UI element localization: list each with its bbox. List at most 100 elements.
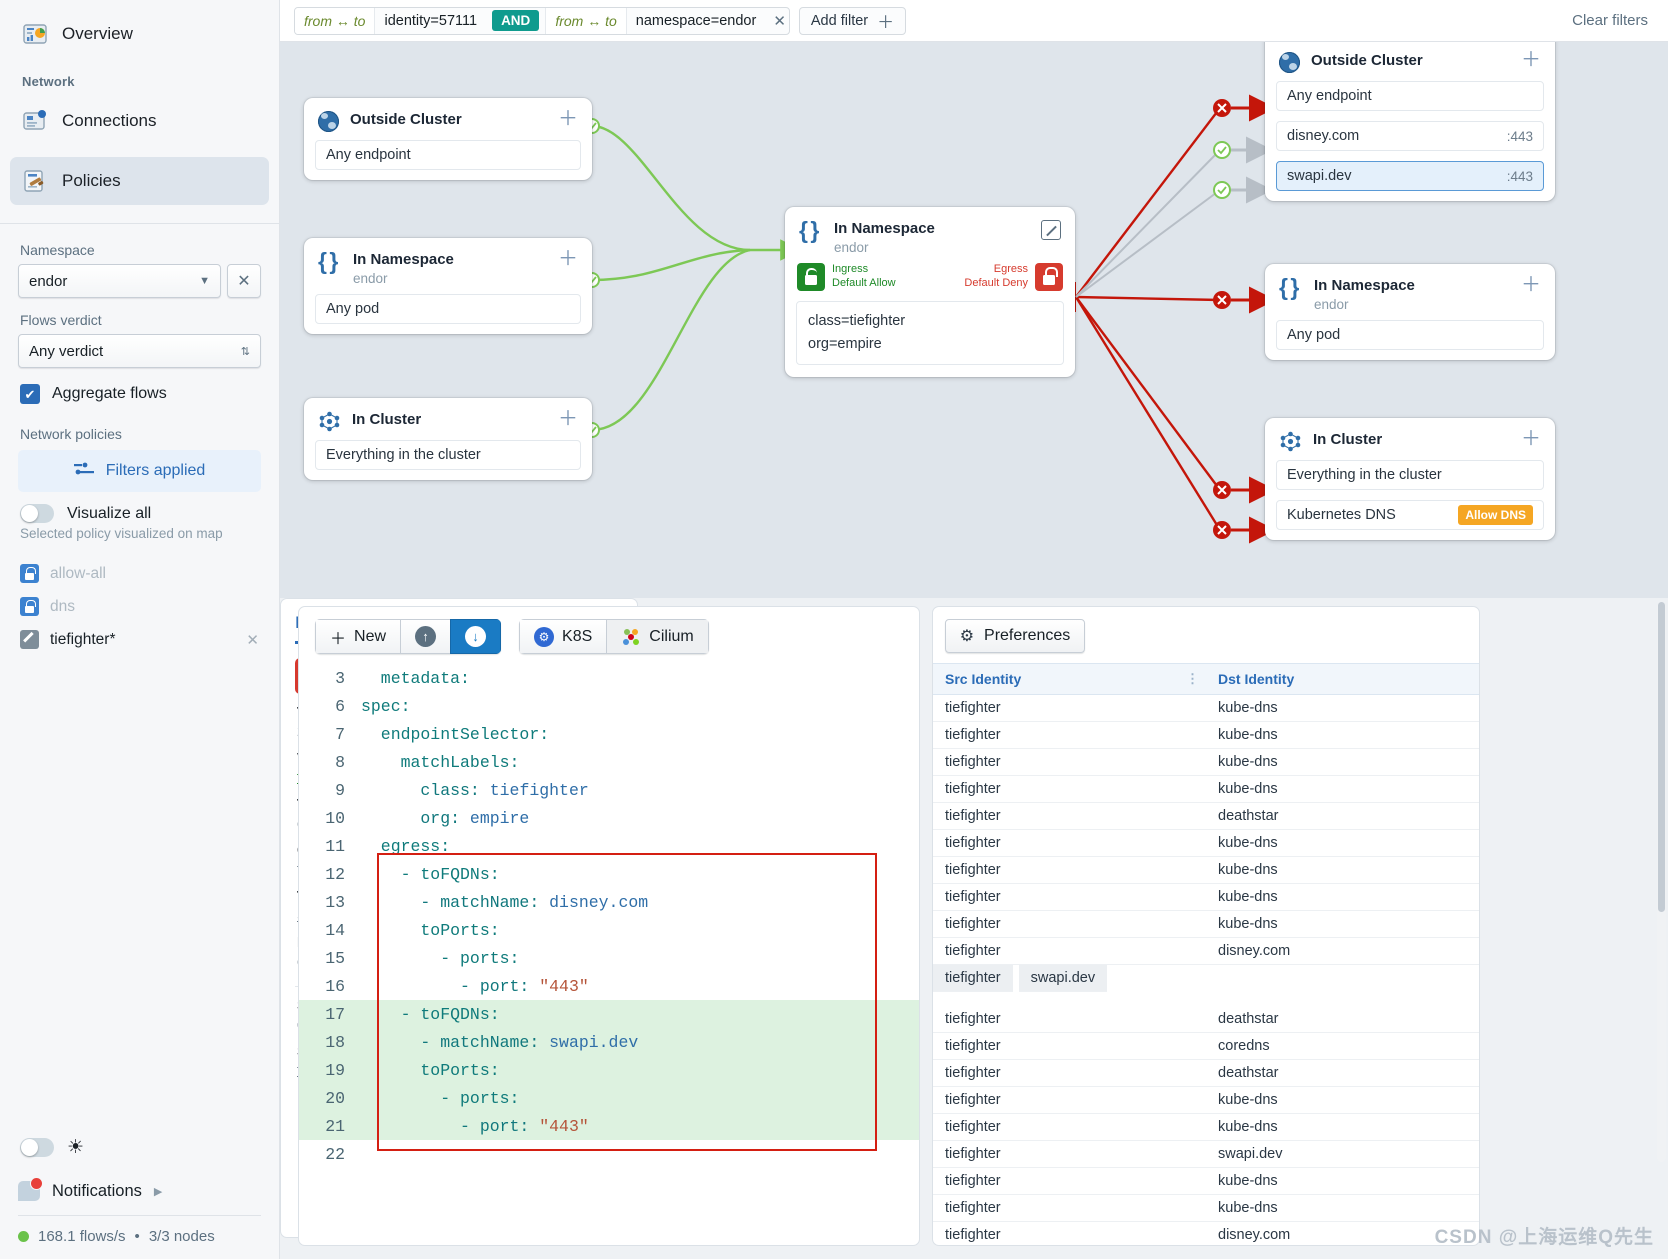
policies-icon <box>22 168 48 194</box>
filter-direction[interactable]: from ↔ to <box>545 7 627 34</box>
code-line[interactable]: 14 toPorts: <box>299 916 919 944</box>
endpoint-row[interactable]: Any pod <box>315 294 581 324</box>
code-line[interactable]: 10 org: empire <box>299 804 919 832</box>
map-node-outside-cluster-left[interactable]: Outside Cluster ＋ Any endpoint <box>304 98 592 180</box>
column-src-identity[interactable]: Src Identity ⋮ <box>933 663 1206 695</box>
endpoint-row[interactable]: Everything in the cluster <box>315 440 581 470</box>
code-line[interactable]: 22 <box>299 1140 919 1168</box>
add-endpoint-button[interactable]: ＋ <box>1521 49 1541 71</box>
code-line[interactable]: 20 - ports: <box>299 1084 919 1112</box>
download-button[interactable]: ↓ <box>450 619 502 654</box>
add-endpoint-button[interactable]: ＋ <box>558 248 578 270</box>
policy-item-dns[interactable]: dns <box>18 590 261 623</box>
add-endpoint-button[interactable]: ＋ <box>558 408 578 430</box>
flows-verdict-select[interactable]: Any verdict ⇅ <box>18 334 261 368</box>
endpoint-row[interactable]: Everything in the cluster <box>1276 460 1544 490</box>
theme-toggle[interactable] <box>20 1138 54 1157</box>
filter-direction[interactable]: from ↔ to <box>295 7 376 34</box>
map-node-in-namespace-right[interactable]: { } In Namespace endor ＋ Any pod <box>1265 264 1555 360</box>
code-line[interactable]: 21 - port: "443" <box>299 1112 919 1140</box>
preferences-button[interactable]: ⚙ Preferences <box>945 619 1085 653</box>
code-line[interactable]: 16 - port: "443" <box>299 972 919 1000</box>
code-line[interactable]: 19 toPorts: <box>299 1056 919 1084</box>
add-filter-button[interactable]: Add filter ＋ <box>798 6 907 35</box>
filters-applied-button[interactable]: Filters applied <box>18 450 261 492</box>
add-endpoint-button[interactable]: ＋ <box>558 108 578 130</box>
cell-dst-identity: kube-dns <box>1206 1194 1479 1222</box>
edit-icon[interactable] <box>1041 220 1061 240</box>
endpoint-row[interactable]: Any endpoint <box>1276 81 1544 111</box>
code-line[interactable]: 7 endpointSelector: <box>299 720 919 748</box>
map-node-in-cluster-right[interactable]: In Cluster ＋ Everything in the cluster K… <box>1265 418 1555 540</box>
add-endpoint-button[interactable]: ＋ <box>1521 428 1541 450</box>
aggregate-flows-row[interactable]: ✔ Aggregate flows <box>20 384 261 404</box>
endpoint-row[interactable]: Any pod <box>1276 320 1544 350</box>
namespace-clear-button[interactable]: ✕ <box>227 264 261 298</box>
aggregate-flows-checkbox[interactable]: ✔ <box>20 384 40 404</box>
column-menu-icon[interactable]: ⋮ <box>1186 671 1199 686</box>
notifications-button[interactable]: Notifications ▶ <box>18 1177 261 1201</box>
sidebar-item-overview[interactable]: Overview <box>10 10 269 58</box>
clear-filters-button[interactable]: Clear filters <box>1572 12 1648 29</box>
upload-button[interactable]: ↑ <box>400 619 451 654</box>
endpoint-row[interactable]: Kubernetes DNS Allow DNS <box>1276 500 1544 530</box>
flows-header-row: Src Identity ⋮ Dst Identity <box>933 663 1479 695</box>
theme-toggle-row[interactable]: ☀ <box>20 1136 261 1159</box>
code-line[interactable]: 3 metadata: <box>299 664 919 692</box>
k8s-tab[interactable]: ⚙ K8S <box>519 619 607 654</box>
policy-item-allow-all[interactable]: allow-all <box>18 557 261 590</box>
new-button[interactable]: ＋ New <box>315 619 401 654</box>
close-icon[interactable]: ✕ <box>246 631 259 649</box>
code-line[interactable]: 9 class: tiefighter <box>299 776 919 804</box>
code-line[interactable]: 8 matchLabels: <box>299 748 919 776</box>
cilium-icon <box>621 628 641 646</box>
sidebar-item-connections[interactable]: Connections <box>10 97 269 145</box>
policy-item-tiefighter[interactable]: tiefighter* ✕ <box>18 623 261 656</box>
details-scrollbar[interactable] <box>1657 602 1666 1162</box>
code-line[interactable]: 18 - matchName: swapi.dev <box>299 1028 919 1056</box>
endpoint-row-selected[interactable]: swapi.dev :443 <box>1276 161 1544 191</box>
visualize-all-toggle[interactable] <box>20 504 54 523</box>
filter-remove-icon[interactable]: ✕ <box>773 12 786 30</box>
code-line[interactable]: 11 egress: <box>299 832 919 860</box>
map-node-in-cluster-left[interactable]: In Cluster ＋ Everything in the cluster <box>304 398 592 480</box>
map-node-outside-cluster-right[interactable]: Outside Cluster ＋ Any endpoint disney.co… <box>1265 42 1555 201</box>
sidebar-item-policies[interactable]: Policies <box>10 157 269 205</box>
code-line[interactable]: 17 - toFQDNs: <box>299 1000 919 1028</box>
endpoint-row[interactable]: Any endpoint <box>315 140 581 170</box>
filter-pill-identity[interactable]: from ↔ to identity=57111 AND from ↔ to n… <box>294 6 790 35</box>
add-endpoint-button[interactable]: ＋ <box>1521 274 1541 296</box>
map-node-center-in-namespace[interactable]: { } In Namespace endor Ingress Default A… <box>785 207 1075 378</box>
endpoint-row[interactable]: disney.com :443 <box>1276 121 1544 151</box>
namespace-select[interactable]: endor ▼ <box>18 264 221 298</box>
visualize-all-row[interactable]: Visualize all <box>20 504 261 523</box>
code-line[interactable]: 12 - toFQDNs: <box>299 860 919 888</box>
cilium-tab[interactable]: Cilium <box>606 619 709 654</box>
code-line[interactable]: 15 - ports: <box>299 944 919 972</box>
column-dst-identity[interactable]: Dst Identity <box>1206 663 1479 695</box>
code-line[interactable]: 13 - matchName: disney.com <box>299 888 919 916</box>
map-node-in-namespace-left[interactable]: { } In Namespace endor ＋ Any pod <box>304 238 592 334</box>
